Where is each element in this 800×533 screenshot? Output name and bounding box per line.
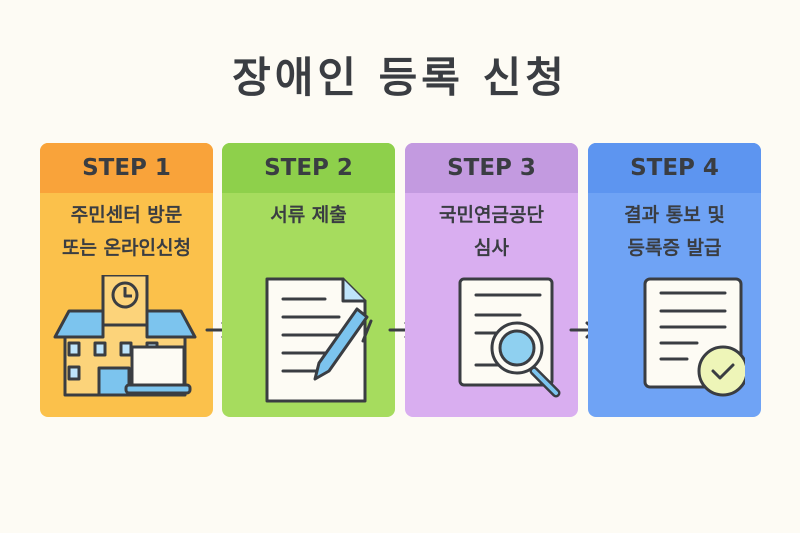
step-2-card: STEP 2 서류 제출 xyxy=(222,143,395,417)
step-4-label: STEP 4 xyxy=(588,143,761,193)
step-1-line-1: 주민센터 방문 xyxy=(70,204,183,226)
step-1-description: 주민센터 방문 또는 온라인신청 xyxy=(40,199,213,265)
step-3-label: STEP 3 xyxy=(405,143,578,193)
step-3-line-2: 심사 xyxy=(474,237,509,259)
step-3-card: STEP 3 국민연금공단 심사 xyxy=(405,143,578,417)
step-3-description: 국민연금공단 심사 xyxy=(405,199,578,265)
document-check-icon xyxy=(588,275,761,407)
step-2-label: STEP 2 xyxy=(222,143,395,193)
step-1-card: STEP 1 주민센터 방문 또는 온라인신청 xyxy=(40,143,213,417)
step-3-line-1: 국민연금공단 xyxy=(439,204,544,226)
step-1-label: STEP 1 xyxy=(40,143,213,193)
step-2-line-1: 서류 제출 xyxy=(270,204,347,226)
step-1-line-2: 또는 온라인신청 xyxy=(62,237,191,259)
step-4-card: STEP 4 결과 통보 및 등록증 발급 xyxy=(588,143,761,417)
step-2-description: 서류 제출 xyxy=(222,199,395,232)
document-pen-icon xyxy=(222,275,395,407)
building-laptop-icon xyxy=(40,275,213,407)
step-4-description: 결과 통보 및 등록증 발급 xyxy=(588,199,761,265)
document-magnifier-icon xyxy=(405,275,578,407)
step-4-line-2: 등록증 발급 xyxy=(627,237,722,259)
step-4-line-1: 결과 통보 및 xyxy=(624,204,725,226)
page-title: 장애인 등록 신청 xyxy=(232,53,568,102)
